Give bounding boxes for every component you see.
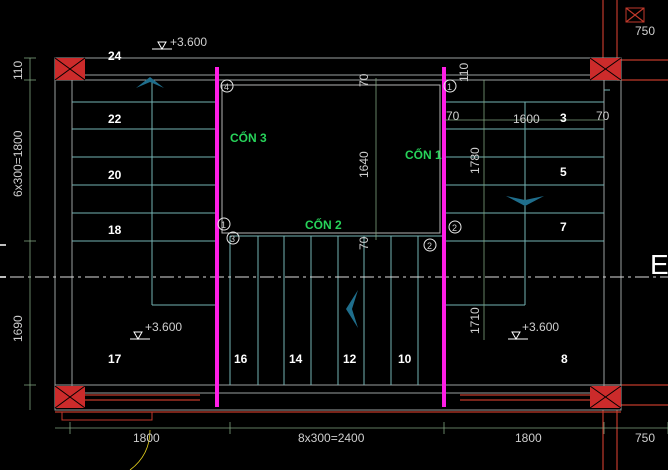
axis-label-e: E [650, 249, 668, 280]
dim-inner-70-top: 70 [357, 73, 371, 87]
svg-text:1: 1 [447, 82, 452, 92]
dim-left-110: 110 [11, 61, 25, 80]
column-top-right [589, 57, 622, 81]
svg-text:3: 3 [230, 234, 235, 244]
top-right-window [625, 7, 645, 23]
step-number-5: 5 [560, 165, 567, 179]
level-label-top: +3.600 [170, 35, 207, 49]
dim-bottom-750: 750 [635, 431, 655, 445]
bottom-left-sill [61, 411, 153, 421]
arrow-left-mid-flight [346, 290, 358, 328]
column-bottom-right [589, 385, 622, 409]
step-number-17: 17 [108, 352, 122, 366]
marker-2-bottom: 2 [423, 238, 437, 252]
dim-inner-70-bottom: 70 [357, 236, 371, 250]
dim-right-1780: 1780 [468, 147, 482, 174]
step-number-10: 10 [398, 352, 412, 366]
left-dimension-chain [24, 57, 36, 410]
flight-label-con2: CỐN 2 [305, 217, 342, 232]
right-flight-treads [444, 89, 610, 306]
column-top-left [54, 57, 86, 81]
right-wall-block [602, 0, 668, 470]
step-number-22: 22 [108, 112, 122, 126]
dim-bottom-1800-left: 1800 [133, 431, 160, 445]
svg-text:2: 2 [452, 223, 457, 233]
level-label-left: +3.600 [145, 320, 182, 334]
level-marker-left [133, 331, 143, 341]
level-label-right: +3.600 [522, 320, 559, 334]
stair-well [221, 78, 441, 240]
arrow-down-right-flight [506, 196, 544, 206]
marker-1-left: 1 [217, 217, 231, 231]
dim-inner-1640: 1640 [357, 151, 371, 178]
marker-3: 3 [226, 231, 240, 245]
svg-text:2: 2 [427, 241, 432, 251]
level-marker-right [511, 331, 521, 341]
dim-left-1800: 6x300=1800 [11, 130, 25, 197]
dim-right-1710: 1710 [468, 307, 482, 334]
dim-left-1690: 1690 [11, 315, 25, 342]
middle-flight-treads [229, 235, 444, 385]
level-marker-top [157, 41, 167, 51]
left-flight-treads [72, 80, 217, 306]
step-number-12: 12 [343, 352, 357, 366]
step-number-7: 7 [560, 220, 567, 234]
dim-right-70-b: 70 [596, 109, 610, 123]
marker-1-top: 1 [443, 79, 457, 93]
step-number-24: 24 [108, 49, 122, 63]
step-number-8: 8 [561, 352, 568, 366]
column-bottom-left [54, 385, 86, 409]
dim-bottom-1800-right: 1800 [515, 431, 542, 445]
svg-text:4: 4 [224, 82, 229, 92]
bottom-dimension-chain [55, 422, 668, 434]
dim-right-1600: 1600 [513, 112, 540, 126]
marker-2-right: 2 [448, 220, 462, 234]
step-number-14: 14 [289, 352, 303, 366]
flight-label-con1: CỐN 1 [405, 147, 442, 162]
dim-right-70-a: 70 [446, 109, 460, 123]
svg-text:1: 1 [221, 220, 226, 230]
flight-label-con3: CỐN 3 [230, 130, 267, 145]
step-number-16: 16 [234, 352, 248, 366]
dim-right-110: 110 [457, 63, 471, 82]
arrow-up-left-flight [136, 77, 164, 88]
marker-4: 4 [220, 79, 234, 93]
step-number-20: 20 [108, 168, 122, 182]
door-swing-arc [129, 429, 151, 470]
step-number-18: 18 [108, 223, 122, 237]
dim-top-750: 750 [635, 24, 655, 38]
step-number-3: 3 [560, 111, 567, 125]
dim-bottom-2400: 8x300=2400 [298, 431, 365, 445]
